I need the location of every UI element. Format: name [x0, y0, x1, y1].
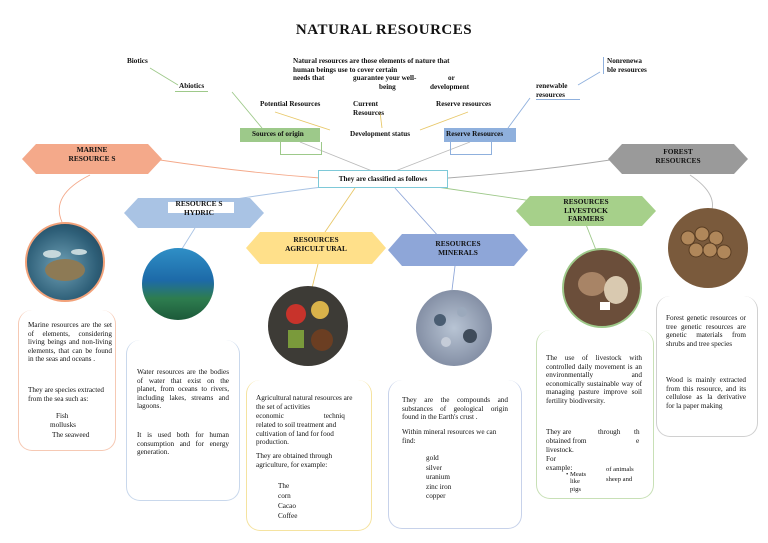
marine-hex	[22, 144, 162, 174]
page-title: NATURAL RESOURCES	[295, 22, 473, 38]
livestock-item-meats: • Meats	[566, 471, 587, 478]
reserve-box	[450, 142, 492, 155]
agricultural-item: Coffee	[278, 512, 298, 520]
marine-image	[25, 222, 105, 302]
agricultural-card	[246, 380, 372, 531]
minerals-items: gold silver uranium zinc iron copper	[426, 454, 451, 502]
minerals-item: silver	[426, 463, 442, 472]
intro-line-3b: guarantee your well-	[353, 74, 417, 83]
forest-card	[656, 296, 758, 437]
minerals-card	[388, 380, 522, 529]
forest-label: FOREST RESOURCES	[655, 147, 701, 165]
livestock-item: of animals	[606, 466, 634, 473]
livestock-image	[562, 248, 642, 328]
minerals-hex	[388, 234, 528, 266]
agricultural-text-1a: Agricultural natural resources are the s…	[256, 394, 353, 411]
intro-line-2: human beings use to cover certain	[293, 65, 398, 74]
nonrenewable-label: Nonrenewa ble resources	[603, 57, 649, 75]
marine-text-1: Marine resources are the set of elements…	[28, 321, 112, 364]
agricultural-hex	[246, 232, 386, 264]
reserve-label: Reserve resources	[436, 100, 492, 108]
livestock-card	[536, 330, 654, 499]
forest-text-2: Wood is mainly extracted from this resou…	[666, 376, 746, 410]
livestock-text-2b: through	[598, 428, 621, 436]
reserve-bar	[444, 128, 516, 142]
agricultural-text-2: They are obtained through agriculture, f…	[256, 452, 333, 469]
marine-label: MARINE RESOURCE S	[68, 145, 116, 163]
minerals-text-2: Within mineral resources we can find:	[402, 428, 497, 445]
livestock-text-1: The use of livestock with controlled dai…	[546, 354, 642, 405]
forest-hex	[608, 144, 748, 174]
minerals-item: zinc iron	[426, 482, 452, 491]
potential-label: Potential Resources	[260, 100, 321, 108]
livestock-text-2f: livestock.	[546, 446, 574, 454]
livestock-item: Meats	[569, 471, 587, 478]
hydric-text-2: It is used both for human consumption an…	[137, 431, 229, 457]
marine-item-1: Fish	[56, 412, 69, 420]
agricultural-text-1b: economic techniq	[256, 412, 345, 420]
livestock-label: RESOURCES LIVESTOCK FARMERS	[563, 197, 609, 224]
hydric-label: RESOURCE S HYDRIC	[175, 199, 223, 217]
livestock-item: sheep and	[606, 476, 633, 483]
agricultural-item: corn	[278, 492, 291, 500]
agricultural-label: RESOURCES AGRICULT URAL	[285, 235, 347, 253]
forest-text-1: Forest genetic resources or tree genetic…	[666, 314, 746, 348]
agricultural-text-1c: related to soil treatment and cultivatio…	[256, 421, 337, 447]
hydric-text-1: Water resources are the bodies of water …	[137, 368, 229, 411]
reserve-resources-label: Reserve Resources	[446, 130, 504, 138]
livestock-hex	[516, 196, 656, 226]
sources-box	[280, 142, 322, 155]
agricultural-items: The corn Cacao Coffee	[278, 481, 297, 521]
intro-line-4b: development	[430, 83, 470, 92]
abiotics-label: Abiotics	[175, 82, 209, 92]
minerals-text-1: They are the compounds and substances of…	[402, 396, 508, 422]
hydric-image	[142, 248, 214, 320]
minerals-image	[416, 290, 492, 366]
minerals-item: copper	[426, 492, 446, 501]
livestock-text-2a: They are	[546, 428, 572, 436]
minerals-label: RESOURCES MINERALS	[435, 239, 481, 257]
livestock-for-example: For example:	[546, 455, 573, 472]
livestock-item: like	[570, 478, 580, 485]
marine-item-2: mollusks	[50, 421, 76, 429]
livestock-text-2e: e	[636, 437, 640, 445]
forest-image	[668, 208, 748, 288]
marine-text-2: They are species extracted from the sea …	[28, 386, 105, 403]
agricultural-item: The	[278, 482, 290, 490]
marine-item-3: The seaweed	[52, 431, 90, 439]
livestock-text-2c: th	[634, 428, 640, 436]
development-status-label: Development status	[350, 130, 411, 138]
sources-label: Sources of origin	[252, 130, 304, 138]
intro-line-4a: being	[379, 83, 396, 92]
marine-card	[18, 310, 116, 451]
intro-text: Natural resources are those elements of …	[293, 57, 493, 92]
intro-line-1: Natural resources are those elements of …	[293, 57, 450, 65]
intro-line-3a: needs that	[293, 74, 325, 83]
minerals-item: gold	[426, 454, 439, 462]
sources-bar	[240, 128, 320, 142]
minerals-item: uranium	[426, 473, 450, 482]
classified-box: They are classified as follows	[318, 170, 448, 188]
hydric-label-box	[168, 202, 234, 213]
hydric-card	[126, 340, 240, 501]
renewable-label: renewable resources	[536, 82, 580, 101]
current-label: Current Resources	[353, 100, 385, 117]
biotics-label: Biotics	[127, 57, 148, 65]
livestock-text-2d: obtained from	[546, 437, 587, 445]
intro-line-3c: or	[448, 74, 455, 83]
agricultural-item: Cacao	[278, 502, 296, 510]
agricultural-image	[268, 286, 348, 366]
livestock-item: pigs	[570, 486, 581, 493]
